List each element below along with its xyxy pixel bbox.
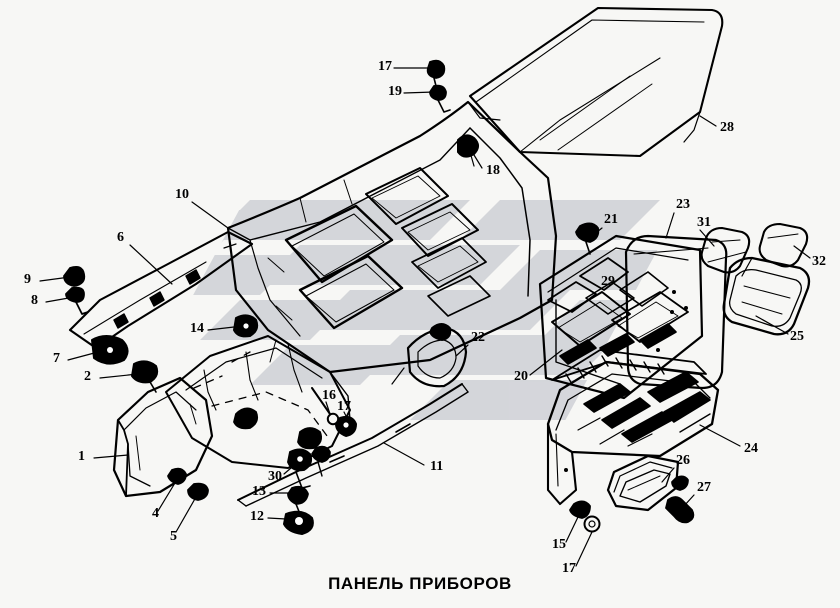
part-9-fastener (63, 265, 86, 287)
part-32-plug (758, 222, 809, 268)
part-4-fastener (167, 467, 187, 485)
callout-32: 32 (812, 254, 826, 269)
callout-6: 6 (117, 230, 124, 245)
part-5-fastener (187, 482, 209, 501)
callout-leader-lines (39, 67, 811, 567)
callout-27: 27 (697, 480, 711, 495)
callout-29: 29 (601, 274, 615, 289)
part-31-plug (700, 226, 751, 274)
part-13-fastener (287, 485, 309, 515)
part-15-fastener (569, 500, 591, 519)
part-23-cover-panel (624, 234, 728, 390)
callout-7: 7 (53, 351, 60, 366)
part-14-clip (233, 314, 259, 338)
part-27-screw (665, 496, 695, 524)
callout-10: 10 (175, 187, 189, 202)
part-21-fastener (575, 222, 600, 255)
callout-14: 14 (190, 321, 204, 336)
lower-dash-dashed-detail (193, 351, 331, 441)
callout-30: 30 (268, 469, 282, 484)
callout-13: 13 (252, 484, 266, 499)
callout-23: 23 (676, 197, 690, 212)
part-17-eyelet (335, 415, 357, 437)
callout-19: 19 (388, 84, 402, 99)
instrument-cluster-openings (267, 167, 491, 330)
part-22-switch-housing (391, 323, 468, 388)
callout-17b: 17 (378, 59, 392, 74)
callout-5: 5 (170, 529, 177, 544)
part-26-drawer (606, 454, 689, 512)
callout-18: 18 (486, 163, 500, 178)
callout-17: 17 (337, 399, 351, 414)
part-17-grommet-bottom (583, 515, 601, 533)
part-25-glovebox-lid (722, 256, 811, 336)
callout-9: 9 (24, 272, 31, 287)
callout-1: 1 (78, 449, 85, 464)
callout-25: 25 (790, 329, 804, 344)
callout-11: 11 (430, 459, 444, 474)
callout-16: 16 (322, 388, 336, 403)
part-1-left-lower-trim (112, 376, 214, 498)
callout-2: 2 (84, 369, 91, 384)
part-19-fastener-top (429, 84, 451, 113)
callout-12: 12 (250, 509, 264, 524)
part-8-fastener (65, 286, 89, 315)
part-7-corner-bracket (91, 335, 129, 365)
callout-17c: 17 (562, 561, 576, 576)
part-28-upper-shroud (468, 6, 724, 158)
callout-31: 31 (697, 215, 711, 230)
part-11-column-bar (237, 383, 469, 507)
part-30-fasteners (287, 445, 331, 489)
part-18-bracket (457, 134, 479, 167)
callout-21: 21 (604, 212, 618, 227)
part-10-dash-upper (226, 100, 558, 374)
callout-28: 28 (720, 120, 734, 135)
callout-15: 15 (552, 537, 566, 552)
callout-20: 20 (514, 369, 528, 384)
callout-24: 24 (744, 441, 758, 456)
part-24-console-assembly (546, 360, 720, 506)
part-20-right-subpanel (538, 234, 704, 400)
part-6-reinforcement-beam (68, 230, 254, 350)
part-17-fastener-top (426, 59, 446, 87)
callout-8: 8 (31, 293, 38, 308)
page-title: ПАНЕЛЬ ПРИБОРОВ (328, 574, 512, 593)
callout-22: 22 (471, 330, 485, 345)
callout-26: 26 (676, 453, 690, 468)
part-12-grommet (283, 510, 314, 535)
part-2-clip (131, 360, 159, 393)
part-24-grille-strip (551, 349, 707, 385)
callout-4: 4 (152, 506, 159, 521)
